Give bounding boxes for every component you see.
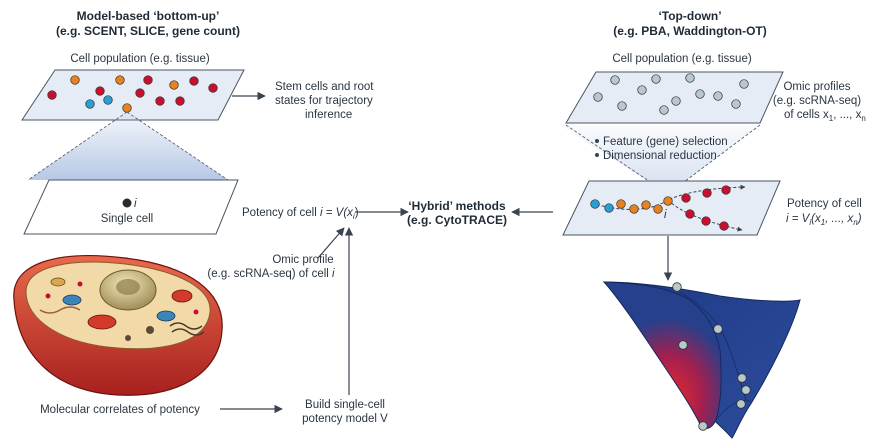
right-omic-line2: (e.g. scRNA-seq) (773, 95, 861, 107)
trajectory-path-upper (591, 184, 746, 210)
stem-cells-line3: inference (305, 109, 352, 121)
arrow-omic-to-potency (317, 227, 345, 259)
cell-illustration (13, 255, 223, 396)
right-bullet-dimensional-reduction: Dimensional reduction (603, 150, 717, 162)
right-omic-line1: Omic profiles (783, 81, 850, 93)
left-projection-beam (28, 112, 228, 180)
waddington-landscape (602, 281, 801, 439)
left-population-cells (47, 75, 218, 113)
right-projection-beam (560, 125, 760, 194)
hybrid-line1: ‘Hybrid’ methods (408, 199, 506, 213)
right-title-line1: ‘Top-down’ (658, 9, 721, 23)
trajectory-cells (590, 185, 731, 231)
hybrid-line2: (e.g. CytoTRACE) (407, 213, 507, 227)
right-bullet-feature-selection: Feature (gene) selection (603, 136, 728, 148)
right-population-cells (593, 73, 749, 115)
right-title-line2: (e.g. PBA, Waddington-OT) (613, 24, 767, 38)
right-potency-line2: i = Vi(x1, ..., xn) (786, 213, 862, 227)
trajectory-cell-marker: i (664, 209, 667, 221)
single-cell-label: Single cell (101, 213, 153, 225)
trajectory-path-lower (667, 199, 743, 232)
single-cell-plane (23, 179, 239, 235)
left-title-line1: Model-based ‘bottom-up’ (77, 9, 220, 23)
right-population-label: Cell population (e.g. tissue) (612, 53, 752, 65)
stem-cells-line2: states for trajectory (275, 95, 373, 107)
right-omic-line3: of cells x1, ..., xn (784, 109, 866, 123)
bullet-dot-1 (595, 139, 599, 143)
bullet-dot-2 (595, 153, 599, 157)
single-cell-dot (122, 198, 132, 208)
single-cell-marker: i (134, 198, 137, 210)
stem-cells-line1: Stem cells and root (275, 81, 374, 93)
omic-profile-line1: Omic profile (272, 254, 333, 266)
right-potency-line1: Potency of cell (787, 198, 862, 210)
left-population-label: Cell population (e.g. tissue) (70, 53, 210, 65)
omic-profile-line2: (e.g. scRNA-seq) of cell i (207, 268, 335, 280)
left-projection-line-a (27, 111, 128, 181)
molecular-correlates-label: Molecular correlates of potency (40, 404, 200, 416)
left-title-line2: (e.g. SCENT, SLICE, gene count) (56, 24, 240, 38)
build-model-line1: Build single-cell (305, 399, 385, 411)
left-potency-label: Potency of cell i = V(xi) (242, 207, 359, 221)
left-projection-line-b (126, 111, 229, 181)
build-model-line2: potency model V (302, 413, 388, 425)
